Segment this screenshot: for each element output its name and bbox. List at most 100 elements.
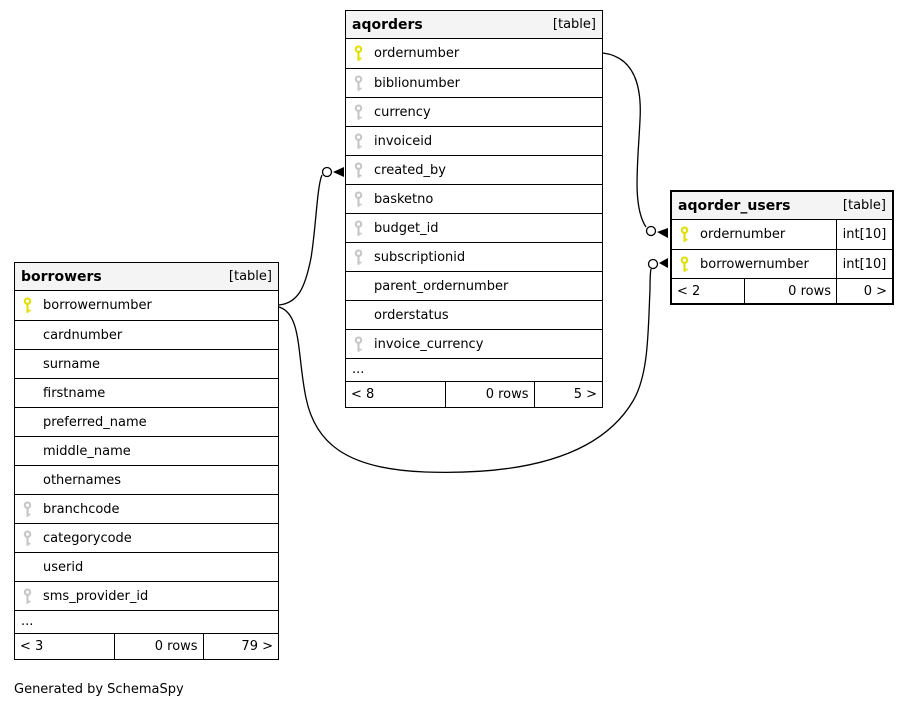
row-count: 0 rows [114, 634, 202, 659]
column-name: budget_id [374, 220, 439, 236]
column-name: borrowernumber [43, 298, 152, 313]
foreign-key-icon [22, 500, 33, 518]
column-row-borrowernumber[interactable]: borrowernumber int[10] [672, 249, 892, 278]
primary-key-icon [353, 45, 364, 62]
column-name: middle_name [43, 443, 131, 459]
column-name: created_by [374, 162, 446, 178]
edge-arrowhead [657, 228, 668, 238]
column-row-middle-name[interactable]: middle_name [15, 436, 278, 465]
column-row-invoice-currency[interactable]: invoice_currency [346, 329, 602, 358]
column-row-parent-ordernumber[interactable]: parent_ordernumber [346, 271, 602, 300]
column-row-cardnumber[interactable]: cardnumber [15, 320, 278, 349]
foreign-key-icon [353, 248, 364, 266]
column-name: userid [43, 559, 84, 575]
foreign-key-icon [353, 161, 364, 179]
table-borrowers-header[interactable]: borrowers [table] [15, 263, 278, 291]
column-row-orderstatus[interactable]: orderstatus [346, 300, 602, 329]
hidden-columns-ellipsis: ... [15, 610, 278, 633]
column-row-surname[interactable]: surname [15, 349, 278, 378]
primary-key-icon [679, 226, 690, 243]
column-type: int[10] [836, 220, 892, 249]
column-name: cardnumber [43, 327, 123, 343]
column-row-branchcode[interactable]: branchcode [15, 494, 278, 523]
column-name: subscriptionid [374, 249, 466, 265]
column-row-userid[interactable]: userid [15, 552, 278, 581]
column-row-created-by[interactable]: created_by [346, 155, 602, 184]
table-aqorders-footer: < 8 0 rows 5 > [346, 381, 602, 407]
foreign-key-icon [353, 219, 364, 237]
table-title[interactable]: aqorder_users [678, 197, 791, 214]
column-row-preferred-name[interactable]: preferred_name [15, 407, 278, 436]
column-name: borrowernumber [700, 256, 809, 272]
primary-key-icon [679, 255, 690, 273]
foreign-key-icon [353, 335, 364, 353]
column-name: parent_ordernumber [374, 278, 509, 294]
edge-borrowers-to-aqorders-created-by [278, 166, 344, 306]
column-name: ordernumber [374, 46, 460, 61]
column-name: firstname [43, 385, 106, 401]
column-name: othernames [43, 472, 122, 488]
row-count: 0 rows [445, 382, 533, 407]
table-tag: [table] [842, 198, 886, 213]
table-title[interactable]: borrowers [21, 268, 102, 285]
column-row-borrowernumber[interactable]: borrowernumber [15, 291, 278, 320]
implied-children-count: 0 > [836, 279, 892, 303]
table-aqorder-users-footer: < 2 0 rows 0 > [672, 278, 892, 303]
generated-by-credit: Generated by SchemaSpy [14, 682, 184, 697]
column-row-othernames[interactable]: othernames [15, 465, 278, 494]
table-aqorder-users-header[interactable]: aqorder_users [table] [672, 192, 892, 220]
column-row-invoiceid[interactable]: invoiceid [346, 126, 602, 155]
column-row-sms-provider-id[interactable]: sms_provider_id [15, 581, 278, 610]
column-type: int[10] [836, 250, 892, 278]
table-borrowers: borrowers [table] borrowernumber cardnum… [14, 262, 279, 660]
table-tag: [table] [552, 17, 596, 32]
column-row-subscriptionid[interactable]: subscriptionid [346, 242, 602, 271]
edge-arrowhead [659, 258, 668, 268]
table-aqorder-users: aqorder_users [table] ordernumber int[10… [670, 190, 894, 305]
column-name: preferred_name [43, 414, 147, 430]
column-name: biblionumber [374, 75, 461, 91]
column-name: basketno [374, 191, 434, 207]
column-name: categorycode [43, 530, 132, 546]
foreign-key-icon [22, 587, 33, 605]
edge-arrowhead [333, 167, 344, 177]
implied-parents-count: < 8 [351, 387, 375, 402]
column-name: branchcode [43, 501, 120, 517]
implied-parents-count: < 2 [677, 283, 701, 299]
table-tag: [table] [228, 269, 272, 284]
edge-odot [321, 166, 333, 178]
column-row-ordernumber[interactable]: ordernumber [346, 39, 602, 68]
foreign-key-icon [353, 190, 364, 208]
column-name: orderstatus [374, 307, 449, 323]
implied-parents-count: < 3 [20, 639, 44, 654]
column-name: ordernumber [700, 227, 786, 242]
edge-aqorders-to-aqorder-users-ordernumber [602, 52, 668, 238]
column-row-ordernumber[interactable]: ordernumber int[10] [672, 220, 892, 249]
foreign-key-icon [22, 529, 33, 547]
table-aqorders: aqorders [table] ordernumber biblionumbe… [345, 10, 603, 408]
column-name: invoiceid [374, 133, 433, 149]
edge-odot [647, 258, 659, 270]
column-row-budget-id[interactable]: budget_id [346, 213, 602, 242]
column-name: surname [43, 356, 100, 372]
primary-key-icon [22, 297, 33, 314]
foreign-key-icon [353, 74, 364, 92]
ellipsis-text: ... [21, 613, 34, 629]
column-row-firstname[interactable]: firstname [15, 378, 278, 407]
column-row-categorycode[interactable]: categorycode [15, 523, 278, 552]
column-name: currency [374, 104, 431, 120]
column-row-biblionumber[interactable]: biblionumber [346, 68, 602, 97]
column-row-currency[interactable]: currency [346, 97, 602, 126]
table-aqorders-header[interactable]: aqorders [table] [346, 11, 602, 39]
edge-odot [645, 225, 657, 237]
implied-children-count: 79 > [202, 634, 278, 659]
column-name: sms_provider_id [43, 588, 149, 604]
row-count: 0 rows [744, 279, 836, 303]
column-name: invoice_currency [374, 336, 484, 352]
foreign-key-icon [353, 132, 364, 150]
column-row-basketno[interactable]: basketno [346, 184, 602, 213]
ellipsis-text: ... [352, 361, 365, 377]
table-title[interactable]: aqorders [352, 16, 423, 33]
hidden-columns-ellipsis: ... [346, 358, 602, 381]
